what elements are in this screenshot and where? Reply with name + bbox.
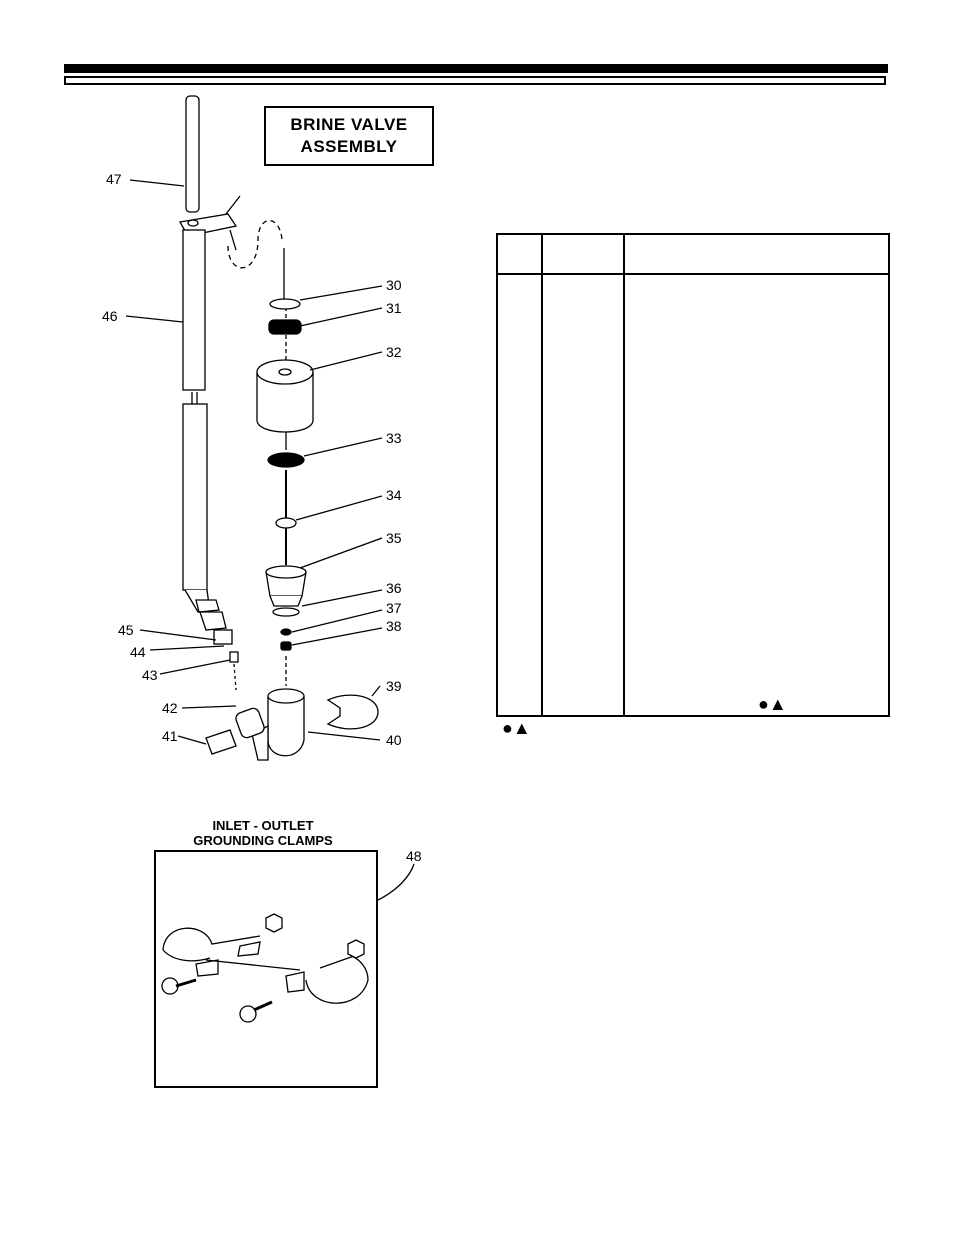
part-46-tube-upper [182, 229, 206, 391]
nut-1 [265, 913, 283, 933]
callout-30: 30 [386, 277, 402, 293]
table-symbols: ●▲ [758, 694, 787, 714]
part-42 [235, 707, 265, 739]
clamp-right [305, 955, 369, 1004]
callout-32: 32 [386, 344, 402, 360]
screw-1 [161, 977, 179, 995]
callout-45: 45 [118, 622, 134, 638]
part-40 [267, 696, 305, 757]
part-46-tube-lower [182, 403, 208, 591]
clamps-box [154, 850, 378, 1088]
col-divider-2 [623, 235, 625, 715]
callout-44: 44 [130, 644, 146, 660]
part-38 [280, 641, 292, 651]
diagram-title: BRINE VALVE ASSEMBLY [264, 106, 434, 166]
callout-43: 43 [142, 667, 158, 683]
clamps-title-line-1: INLET - OUTLET [212, 818, 314, 833]
clamp-left [162, 927, 261, 951]
leader-47 [129, 179, 185, 187]
callout-41: 41 [162, 728, 178, 744]
callout-34: 34 [386, 487, 402, 503]
callout-47: 47 [106, 171, 122, 187]
callout-42: 42 [162, 700, 178, 716]
part-32 [256, 372, 314, 433]
title-line-2: ASSEMBLY [300, 137, 398, 156]
parts-table: ●▲ [496, 233, 890, 717]
part-36 [269, 595, 303, 607]
part-47-tube [185, 95, 200, 213]
part-41 [205, 729, 237, 755]
title-line-1: BRINE VALVE [290, 115, 408, 134]
callout-33: 33 [386, 430, 402, 446]
header-rule-thin [64, 76, 886, 85]
part-39 [326, 694, 379, 730]
callout-35: 35 [386, 530, 402, 546]
callout-48: 48 [406, 848, 422, 864]
part-33 [267, 452, 305, 468]
nut-2 [347, 939, 365, 959]
callout-40: 40 [386, 732, 402, 748]
callout-39: 39 [386, 678, 402, 694]
callout-36: 36 [386, 580, 402, 596]
col-divider-1 [541, 235, 543, 715]
callout-31: 31 [386, 300, 402, 316]
leader-46 [125, 315, 184, 323]
leader-48 [377, 863, 415, 901]
footnote-symbols: ●▲ [502, 718, 531, 738]
screw-2 [239, 1005, 257, 1023]
clamps-title-line-2: GROUNDING CLAMPS [193, 833, 333, 848]
parts-table-header [498, 235, 888, 275]
clamps-title: INLET - OUTLET GROUNDING CLAMPS [150, 818, 376, 848]
part-37 [280, 628, 292, 636]
part-43 [229, 651, 239, 663]
callout-46: 46 [102, 308, 118, 324]
part-30 [269, 298, 301, 310]
part-34 [275, 517, 297, 529]
part-31 [268, 319, 302, 335]
callout-37: 37 [386, 600, 402, 616]
callout-38: 38 [386, 618, 402, 634]
header-rule-thick [64, 64, 888, 73]
